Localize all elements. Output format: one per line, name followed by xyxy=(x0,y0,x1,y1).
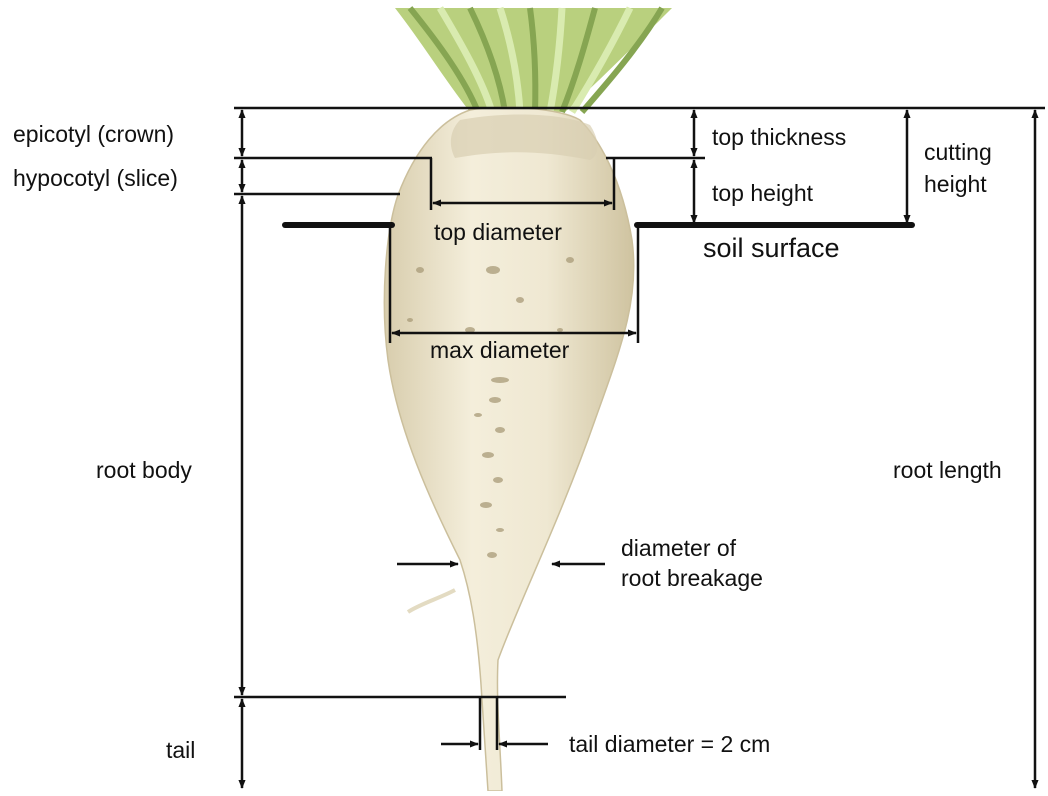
tail-label: tail xyxy=(166,737,195,763)
root-length-label: root length xyxy=(893,457,1002,483)
beet-root xyxy=(384,107,633,791)
tail-diameter-label: tail diameter = 2 cm xyxy=(569,731,770,757)
breakage-label-line2: root breakage xyxy=(621,565,763,591)
root-body-label: root body xyxy=(96,457,192,483)
top-thickness-label: top thickness xyxy=(712,124,846,150)
beet-leaves xyxy=(395,8,672,112)
hypocotyl-label: hypocotyl (slice) xyxy=(13,165,178,191)
top-height-label: top height xyxy=(712,180,814,206)
dimension-arrows xyxy=(242,110,1035,788)
epicotyl-label: epicotyl (crown) xyxy=(13,121,174,147)
soil-surface-label: soil surface xyxy=(703,233,840,263)
top-diameter-label: top diameter xyxy=(434,219,562,245)
breakage-label-line1: diameter of xyxy=(621,535,737,561)
cutting-height-label-line1: cutting xyxy=(924,139,992,165)
reference-lines xyxy=(234,108,1045,750)
max-diameter-label: max diameter xyxy=(430,337,570,363)
cutting-height-label-line2: height xyxy=(924,171,987,197)
